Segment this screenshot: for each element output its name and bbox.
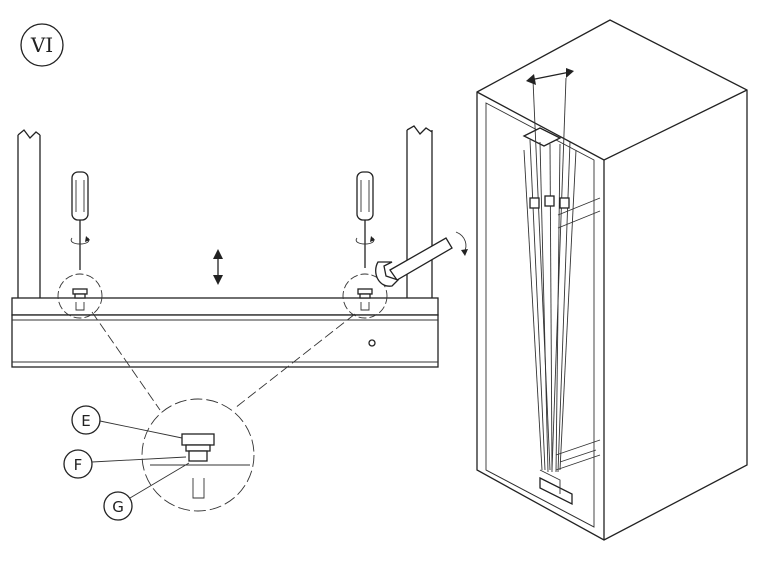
callout-e: E — [71, 405, 183, 439]
callout-g: G — [103, 462, 190, 521]
callout-f-label: F — [74, 456, 83, 474]
screwdriver-right-icon — [355, 171, 375, 268]
callout-e-label: E — [81, 412, 90, 430]
height-adjust-arrow — [213, 249, 223, 285]
adjuster-detail-left — [57, 273, 103, 319]
step-badge: VI — [20, 23, 64, 67]
adjuster-detail-right — [342, 273, 388, 319]
wrench-icon — [375, 231, 468, 287]
frame-assembly — [11, 125, 439, 368]
cabinet-drawing — [476, 19, 748, 541]
callout-g-label: G — [112, 498, 124, 516]
step-number: VI — [30, 33, 53, 57]
callout-f: F — [63, 449, 187, 479]
screwdriver-left-icon — [70, 171, 90, 270]
zoom-detail — [141, 398, 255, 512]
